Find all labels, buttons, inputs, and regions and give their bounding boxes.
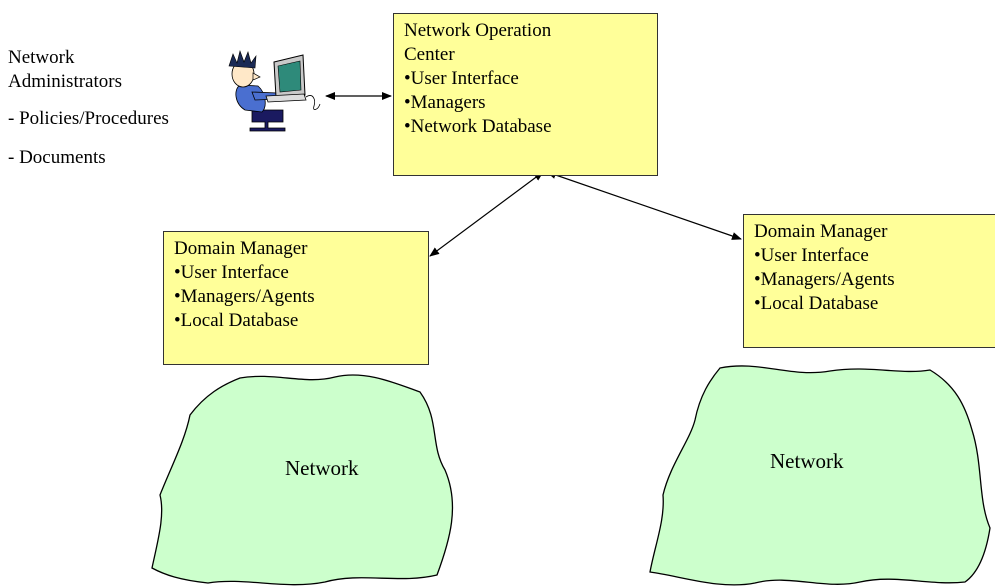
network-cloud-left [151, 374, 454, 586]
network-left-label: Network [285, 456, 359, 480]
domain-right-title: Domain Manager [754, 221, 888, 242]
network-right-label: Network [770, 449, 844, 473]
domain-right-item-user-interface: •User Interface [754, 245, 869, 266]
domain-right-item-managers-agents: •Managers/Agents [754, 269, 895, 290]
person-at-computer-icon [228, 49, 321, 132]
noc-domain-right-connector [546, 171, 742, 240]
admin-label-line1: Network [8, 47, 75, 68]
noc-item-managers: •Managers [404, 92, 486, 113]
noc-item-network-database: •Network Database [404, 116, 552, 137]
network-cloud-right [649, 365, 991, 586]
noc-box: Network Operation Center •User Interface… [393, 13, 658, 176]
domain-left-item-local-database: •Local Database [174, 310, 299, 331]
admin-item-documents: - Documents [8, 147, 106, 168]
domain-left-item-user-interface: •User Interface [174, 262, 289, 283]
admin-item-policies: - Policies/Procedures [8, 108, 169, 129]
domain-right-item-local-database: •Local Database [754, 293, 879, 314]
noc-domain-left-connector [429, 171, 544, 257]
admin-label-line2: Administrators [8, 71, 122, 92]
noc-title-line1: Network Operation [404, 20, 552, 41]
domain-manager-right-box: Domain Manager •User Interface •Managers… [743, 214, 995, 348]
domain-manager-left-box: Domain Manager •User Interface •Managers… [163, 231, 429, 365]
domain-left-title: Domain Manager [174, 238, 308, 259]
noc-item-user-interface: •User Interface [404, 68, 519, 89]
noc-title-line2: Center [404, 44, 455, 65]
domain-left-item-managers-agents: •Managers/Agents [174, 286, 315, 307]
